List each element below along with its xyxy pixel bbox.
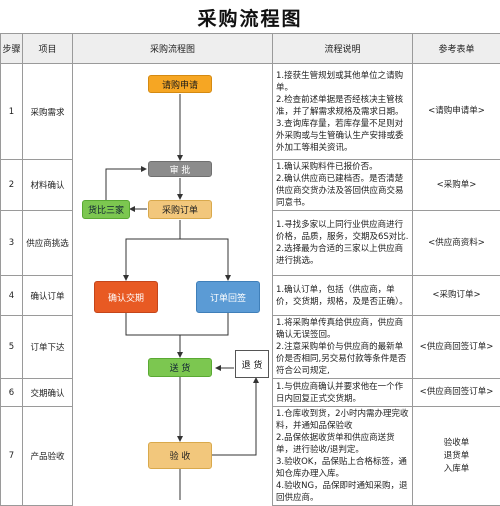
- node-inspection[interactable]: 验 收: [148, 442, 212, 469]
- step-number: 6: [1, 379, 23, 407]
- node-purchase-request[interactable]: 请购申请: [148, 75, 212, 93]
- step-number: 5: [1, 316, 23, 379]
- step-desc: 1.确认采购料件已报价否。2.确认供应商已建档否。是否清楚供应商交货办法及答回供…: [273, 160, 413, 211]
- step-item: 材料确认: [23, 160, 73, 211]
- step-number: 7: [1, 407, 23, 506]
- step-ref: <采购单>: [413, 160, 500, 211]
- node-confirm-delivery[interactable]: 确认交期: [94, 281, 158, 313]
- step-number: 2: [1, 160, 23, 211]
- table-row: 3 供应商挑选 1.寻找多家以上同行业供应商进行价格，品质，服务，交期及6S对比…: [1, 211, 500, 276]
- table-row: 2 材料确认 1.确认采购料件已报价否。2.确认供应商已建档否。是否清楚供应商交…: [1, 160, 500, 211]
- flow-cell: [73, 211, 273, 276]
- step-ref: <请购申请单>: [413, 64, 500, 160]
- step-desc: 1.寻找多家以上同行业供应商进行价格，品质，服务，交期及6S对比.2.选择最为合…: [273, 211, 413, 276]
- step-item: 确认订单: [23, 276, 73, 316]
- page-title: 采购流程图: [0, 4, 500, 31]
- step-item: 订单下达: [23, 316, 73, 379]
- step-desc: 1.将采购单传真给供应商，供应商确认无误签回。2.注意采购单价与供应商的最新单价…: [273, 316, 413, 379]
- node-approval[interactable]: 审 批: [148, 161, 212, 177]
- node-purchase-order[interactable]: 采购订单: [148, 200, 212, 219]
- node-return[interactable]: 退 货: [235, 350, 269, 378]
- step-ref: <供应商资料>: [413, 211, 500, 276]
- header-flow: 采购流程图: [73, 34, 273, 64]
- header-ref: 参考表单: [413, 34, 500, 64]
- step-ref: <供应商回签订单>: [413, 379, 500, 407]
- step-desc: 1.确认订单，包括（供应商，单价，交货期，规格，及是否正确）。: [273, 276, 413, 316]
- table-row: 1 采购需求 1.接获生管规划或其他单位之请购单。2.检查前述单据是否经核决主管…: [1, 64, 500, 160]
- header-item: 项目: [23, 34, 73, 64]
- table-row: 6 交期确认 1.与供应商确认并要求他在一个作日内回复正式交货期。 <供应商回签…: [1, 379, 500, 407]
- node-order-signback[interactable]: 订单回签: [196, 281, 260, 313]
- step-desc: 1.与供应商确认并要求他在一个作日内回复正式交货期。: [273, 379, 413, 407]
- step-ref: 验收单退货单入库单: [413, 407, 500, 506]
- header-row: 步骤 项目 采购流程图 流程说明 参考表单: [1, 34, 500, 64]
- node-compare-suppliers[interactable]: 货比三家: [82, 200, 130, 219]
- step-number: 4: [1, 276, 23, 316]
- step-item: 供应商挑选: [23, 211, 73, 276]
- step-desc: 1.接获生管规划或其他单位之请购单。2.检查前述单据是否经核决主管核准，并了解需…: [273, 64, 413, 160]
- step-item: 交期确认: [23, 379, 73, 407]
- step-ref: <供应商回签订单>: [413, 316, 500, 379]
- step-item: 采购需求: [23, 64, 73, 160]
- process-table: 步骤 项目 采购流程图 流程说明 参考表单 1 采购需求 1.接获生管规划或其他…: [0, 33, 500, 506]
- step-item: 产品验收: [23, 407, 73, 506]
- header-step: 步骤: [1, 34, 23, 64]
- step-number: 3: [1, 211, 23, 276]
- node-delivery[interactable]: 送 货: [148, 358, 212, 377]
- header-desc: 流程说明: [273, 34, 413, 64]
- step-ref: <采购订单>: [413, 276, 500, 316]
- step-number: 1: [1, 64, 23, 160]
- flow-cell: [73, 379, 273, 407]
